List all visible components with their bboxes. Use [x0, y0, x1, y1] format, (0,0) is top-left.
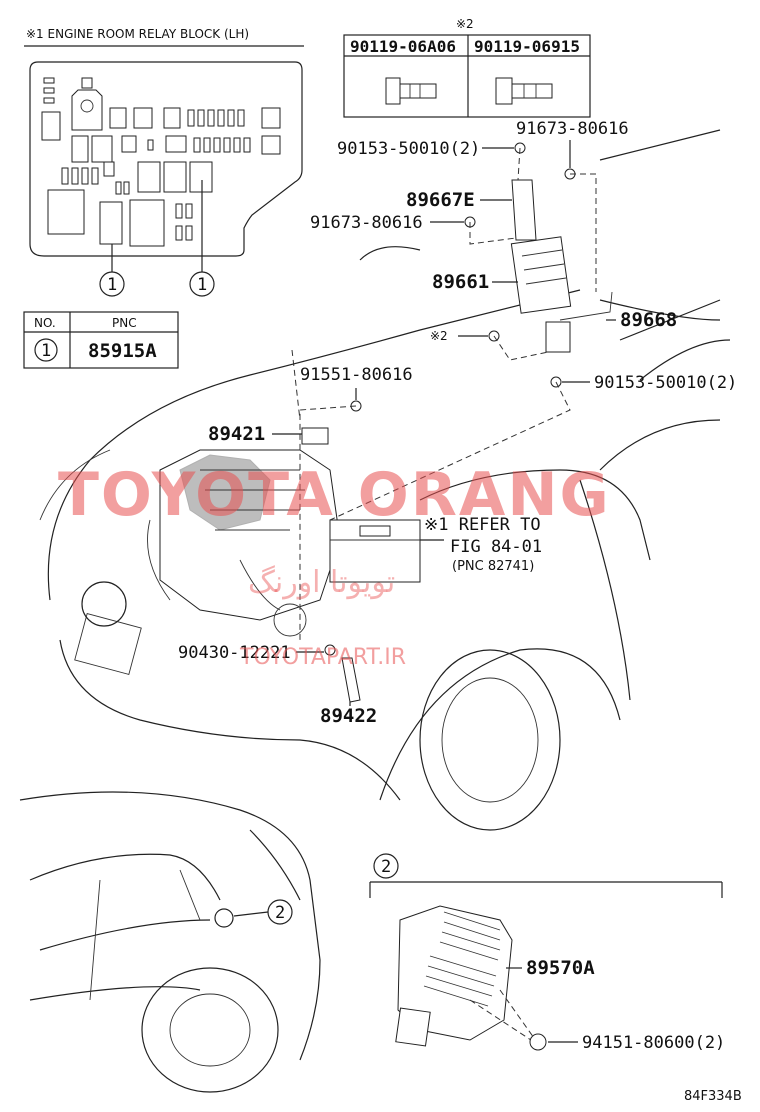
bolt-col1: 90119-06A06	[350, 37, 456, 56]
bolt-col2: 90119-06915	[474, 37, 580, 56]
label-91551: 91551-80616	[300, 365, 413, 385]
pnc-table: NO. PNC 1 85915A	[23, 311, 179, 369]
pnc-header-no: NO.	[34, 316, 56, 330]
label-94151: 94151-80600(2)	[582, 1033, 725, 1053]
label-89421: 89421	[208, 423, 265, 445]
pnc-header-pnc: PNC	[112, 316, 137, 330]
bolt-table-mark: ※2	[456, 17, 474, 31]
leader-lines	[291, 147, 597, 640]
watermark-site: TOYOTAPART.IR	[239, 645, 406, 670]
label-90153-top: 90153-50010(2)	[337, 139, 480, 159]
bolt-icon-2	[495, 77, 553, 105]
refer-note: ※1 REFER TO FIG 84-01 (PNC 82741)	[424, 515, 542, 574]
refer-line2: FIG 84-01	[450, 537, 542, 557]
refer-line3: (PNC 82741)	[452, 559, 534, 574]
label-89668: 89668	[620, 309, 677, 331]
watermark-persian: تویوتا اورنگ	[248, 565, 395, 600]
watermark: TOYOTA ORANG تویوتا اورنگ TOYOTAPART.IR	[58, 460, 611, 670]
heatsink-fins	[423, 911, 501, 1007]
bolt-icon-1	[385, 77, 437, 105]
callout-1b-label: 1	[197, 275, 207, 295]
label-89661: 89661	[432, 271, 489, 293]
label-91673-top: 91673-80616	[516, 119, 629, 139]
relay-block-inset: ※1 ENGINE ROOM RELAY BLOCK (LH)	[24, 27, 304, 297]
car-rear-outline: 2	[19, 791, 321, 1093]
label-mark2: ※2	[430, 329, 448, 343]
watermark-main: TOYOTA ORANG	[58, 460, 611, 530]
detail-2: 2 89570A 94151-80600(2)	[369, 853, 725, 1053]
label-90153-bottom: 90153-50010(2)	[594, 373, 737, 393]
car-front-outline	[39, 129, 731, 831]
label-90430: 90430-12221	[178, 643, 291, 663]
label-91673-left: 91673-80616	[310, 213, 423, 233]
refer-line1: ※1 REFER TO	[424, 515, 541, 535]
rear-marker-circle	[214, 908, 234, 928]
relay-block-outline	[29, 61, 303, 257]
pnc-row-value: 85915A	[88, 340, 157, 362]
label-89570A: 89570A	[526, 957, 595, 979]
bolt-table: ※2 90119-06A06 90119-06915	[343, 17, 591, 118]
callout-circle-1b	[189, 271, 215, 297]
figure-code: 84F334B	[684, 1089, 742, 1104]
callout-car-label: 2	[275, 903, 285, 923]
mini-fuse-row-top	[187, 109, 245, 127]
callout-circle-1a	[99, 271, 125, 297]
label-89422: 89422	[320, 705, 377, 727]
mini-fuse-row-mid	[193, 137, 251, 153]
detail-header-label: 2	[381, 857, 391, 877]
pnc-row-no: 1	[41, 341, 51, 361]
relay-block-title: ※1 ENGINE ROOM RELAY BLOCK (LH)	[26, 27, 249, 41]
label-89667E: 89667E	[406, 189, 475, 211]
engine-sketch	[147, 449, 421, 637]
label-leaders	[272, 140, 616, 706]
callout-1a-label: 1	[107, 275, 117, 295]
